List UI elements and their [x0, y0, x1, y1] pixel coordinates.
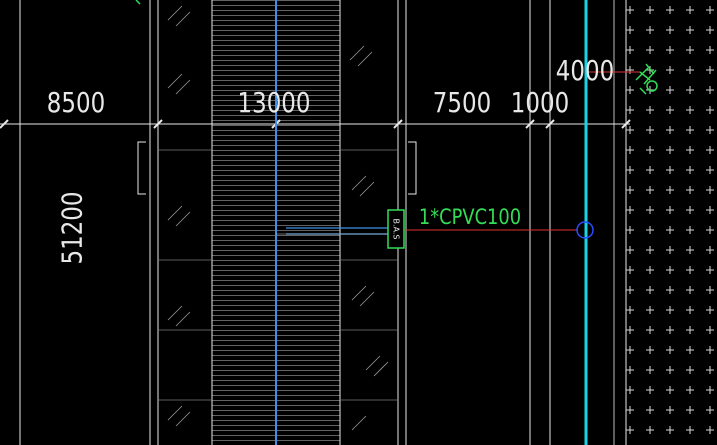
dim-text-8500: 8500	[47, 87, 105, 120]
bas-tank-label: B.A.S	[392, 219, 401, 240]
dim-text-7500: 7500	[433, 87, 491, 120]
bas-tank-box[interactable]	[387, 209, 405, 249]
north-mark-tick	[135, 0, 141, 5]
inspection-well-circle-icon[interactable]	[576, 221, 594, 239]
dim-text-51200: 51200	[57, 191, 90, 264]
drain-pipe-branch[interactable]	[276, 227, 388, 235]
pipe-spec-label: 1*CPVC100	[419, 205, 521, 230]
column-bracket-left	[137, 141, 146, 195]
landscape-hatch-zone	[626, 0, 717, 445]
dim-text-1000: 1000	[511, 87, 569, 120]
dim-text-13000: 13000	[237, 87, 310, 120]
structural-grid-lines	[19, 0, 615, 445]
dim-text-4000: 4000	[556, 55, 614, 88]
glazing-hatch-marks	[167, 5, 389, 431]
column-bracket-right	[408, 141, 417, 195]
shrub-symbol-icon	[635, 63, 658, 95]
lane-hatch-lines	[158, 149, 398, 401]
